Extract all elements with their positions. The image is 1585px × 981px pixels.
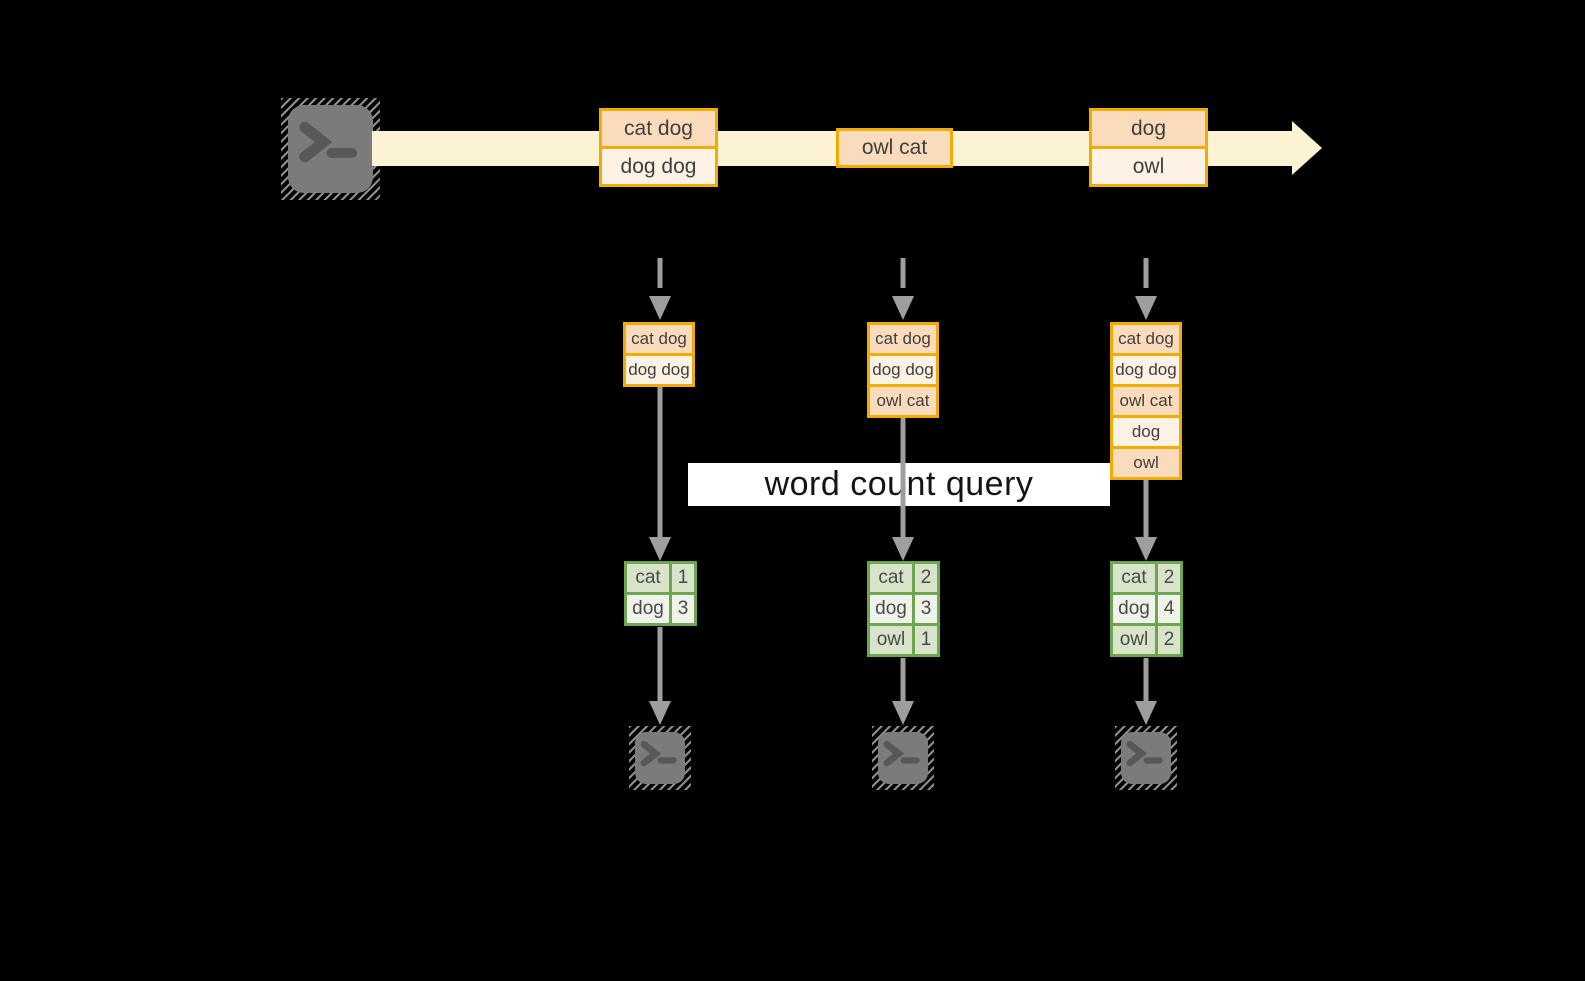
- ingest-arrow-1: [649, 258, 671, 320]
- stream-message: owl: [1092, 149, 1205, 184]
- terminal-prompt-icon: [1126, 740, 1163, 767]
- word-cell: dog: [870, 595, 912, 623]
- word-cell: dog: [627, 595, 669, 623]
- batch-input-1: cat dog dog dog: [623, 322, 695, 387]
- stream-message-batch-3: dog owl: [1089, 108, 1208, 187]
- batch-record: cat dog: [870, 325, 936, 353]
- count-cell: 3: [915, 595, 937, 623]
- count-cell: 2: [1158, 564, 1180, 592]
- batch-record: dog dog: [1113, 356, 1179, 384]
- terminal-prompt-icon: [299, 121, 358, 163]
- batch-record: dog dog: [626, 356, 692, 384]
- stream-message-batch-2: owl cat: [836, 128, 953, 168]
- count-cell: 1: [672, 564, 694, 592]
- stream-message: dog: [1092, 111, 1205, 146]
- word-count-table-2: cat 2 dog 3 owl 1: [867, 561, 940, 657]
- word-cell: owl: [870, 626, 912, 654]
- batch-input-2: cat dog dog dog owl cat: [867, 322, 939, 418]
- terminal-prompt-icon: [640, 740, 677, 767]
- stream-message: owl cat: [839, 131, 950, 165]
- stream-message-batch-1: cat dog dog dog: [599, 108, 718, 187]
- word-cell: cat: [1113, 564, 1155, 592]
- stream-arrowhead-icon: [1292, 121, 1322, 175]
- terminal-prompt-icon: [883, 740, 920, 767]
- sink-terminal-icon-2: [872, 726, 934, 790]
- count-cell: 1: [915, 626, 937, 654]
- word-cell: cat: [627, 564, 669, 592]
- count-cell: 2: [915, 564, 937, 592]
- stream-message: cat dog: [602, 111, 715, 146]
- result-arrow-2: [892, 658, 914, 725]
- batch-record: owl cat: [870, 387, 936, 415]
- query-arrow-2: [892, 418, 914, 561]
- word-count-table-3: cat 2 dog 4 owl 2: [1110, 561, 1183, 657]
- word-count-table-1: cat 1 dog 3: [624, 561, 697, 626]
- sink-terminal-icon-3: [1115, 726, 1177, 790]
- batch-record: dog dog: [870, 356, 936, 384]
- query-label-banner: word count query: [688, 463, 1110, 506]
- batch-input-3: cat dog dog dog owl cat dog owl: [1110, 322, 1182, 480]
- batch-record: cat dog: [626, 325, 692, 353]
- count-cell: 3: [672, 595, 694, 623]
- source-terminal-icon: [281, 98, 380, 200]
- query-arrow-1: [649, 387, 671, 561]
- ingest-arrow-3: [1135, 258, 1157, 320]
- result-arrow-3: [1135, 658, 1157, 725]
- stream-message: dog dog: [602, 149, 715, 184]
- batch-record: dog: [1113, 418, 1179, 446]
- result-arrow-1: [649, 627, 671, 725]
- ingest-arrow-2: [892, 258, 914, 320]
- batch-record: cat dog: [1113, 325, 1179, 353]
- query-label: word count query: [764, 465, 1034, 503]
- batch-record: owl: [1113, 449, 1179, 477]
- word-cell: cat: [870, 564, 912, 592]
- query-arrow-3: [1135, 480, 1157, 561]
- batch-record: owl cat: [1113, 387, 1179, 415]
- word-cell: owl: [1113, 626, 1155, 654]
- count-cell: 2: [1158, 626, 1180, 654]
- count-cell: 4: [1158, 595, 1180, 623]
- sink-terminal-icon-1: [629, 726, 691, 790]
- word-cell: dog: [1113, 595, 1155, 623]
